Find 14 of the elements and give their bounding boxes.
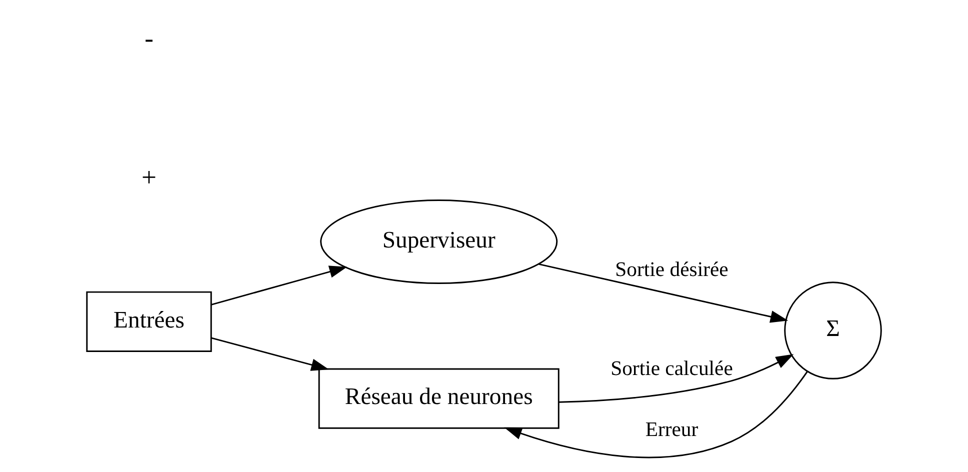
edge-label: Erreur bbox=[645, 418, 698, 441]
node-circle: Σ bbox=[784, 282, 882, 380]
node-box: Réseau de neurones bbox=[318, 368, 560, 429]
label: + bbox=[142, 162, 157, 192]
edge-label: Sortie désirée bbox=[615, 259, 728, 282]
arrow bbox=[538, 263, 788, 323]
arrow bbox=[559, 354, 794, 403]
label: - bbox=[144, 23, 154, 54]
node-ellipse: Superviseur bbox=[320, 200, 558, 284]
arrow bbox=[504, 370, 808, 458]
arrow bbox=[211, 337, 329, 371]
edge-label: Sortie calculée bbox=[610, 358, 733, 380]
node-box: Entrées bbox=[86, 291, 212, 352]
arrow bbox=[211, 266, 348, 306]
